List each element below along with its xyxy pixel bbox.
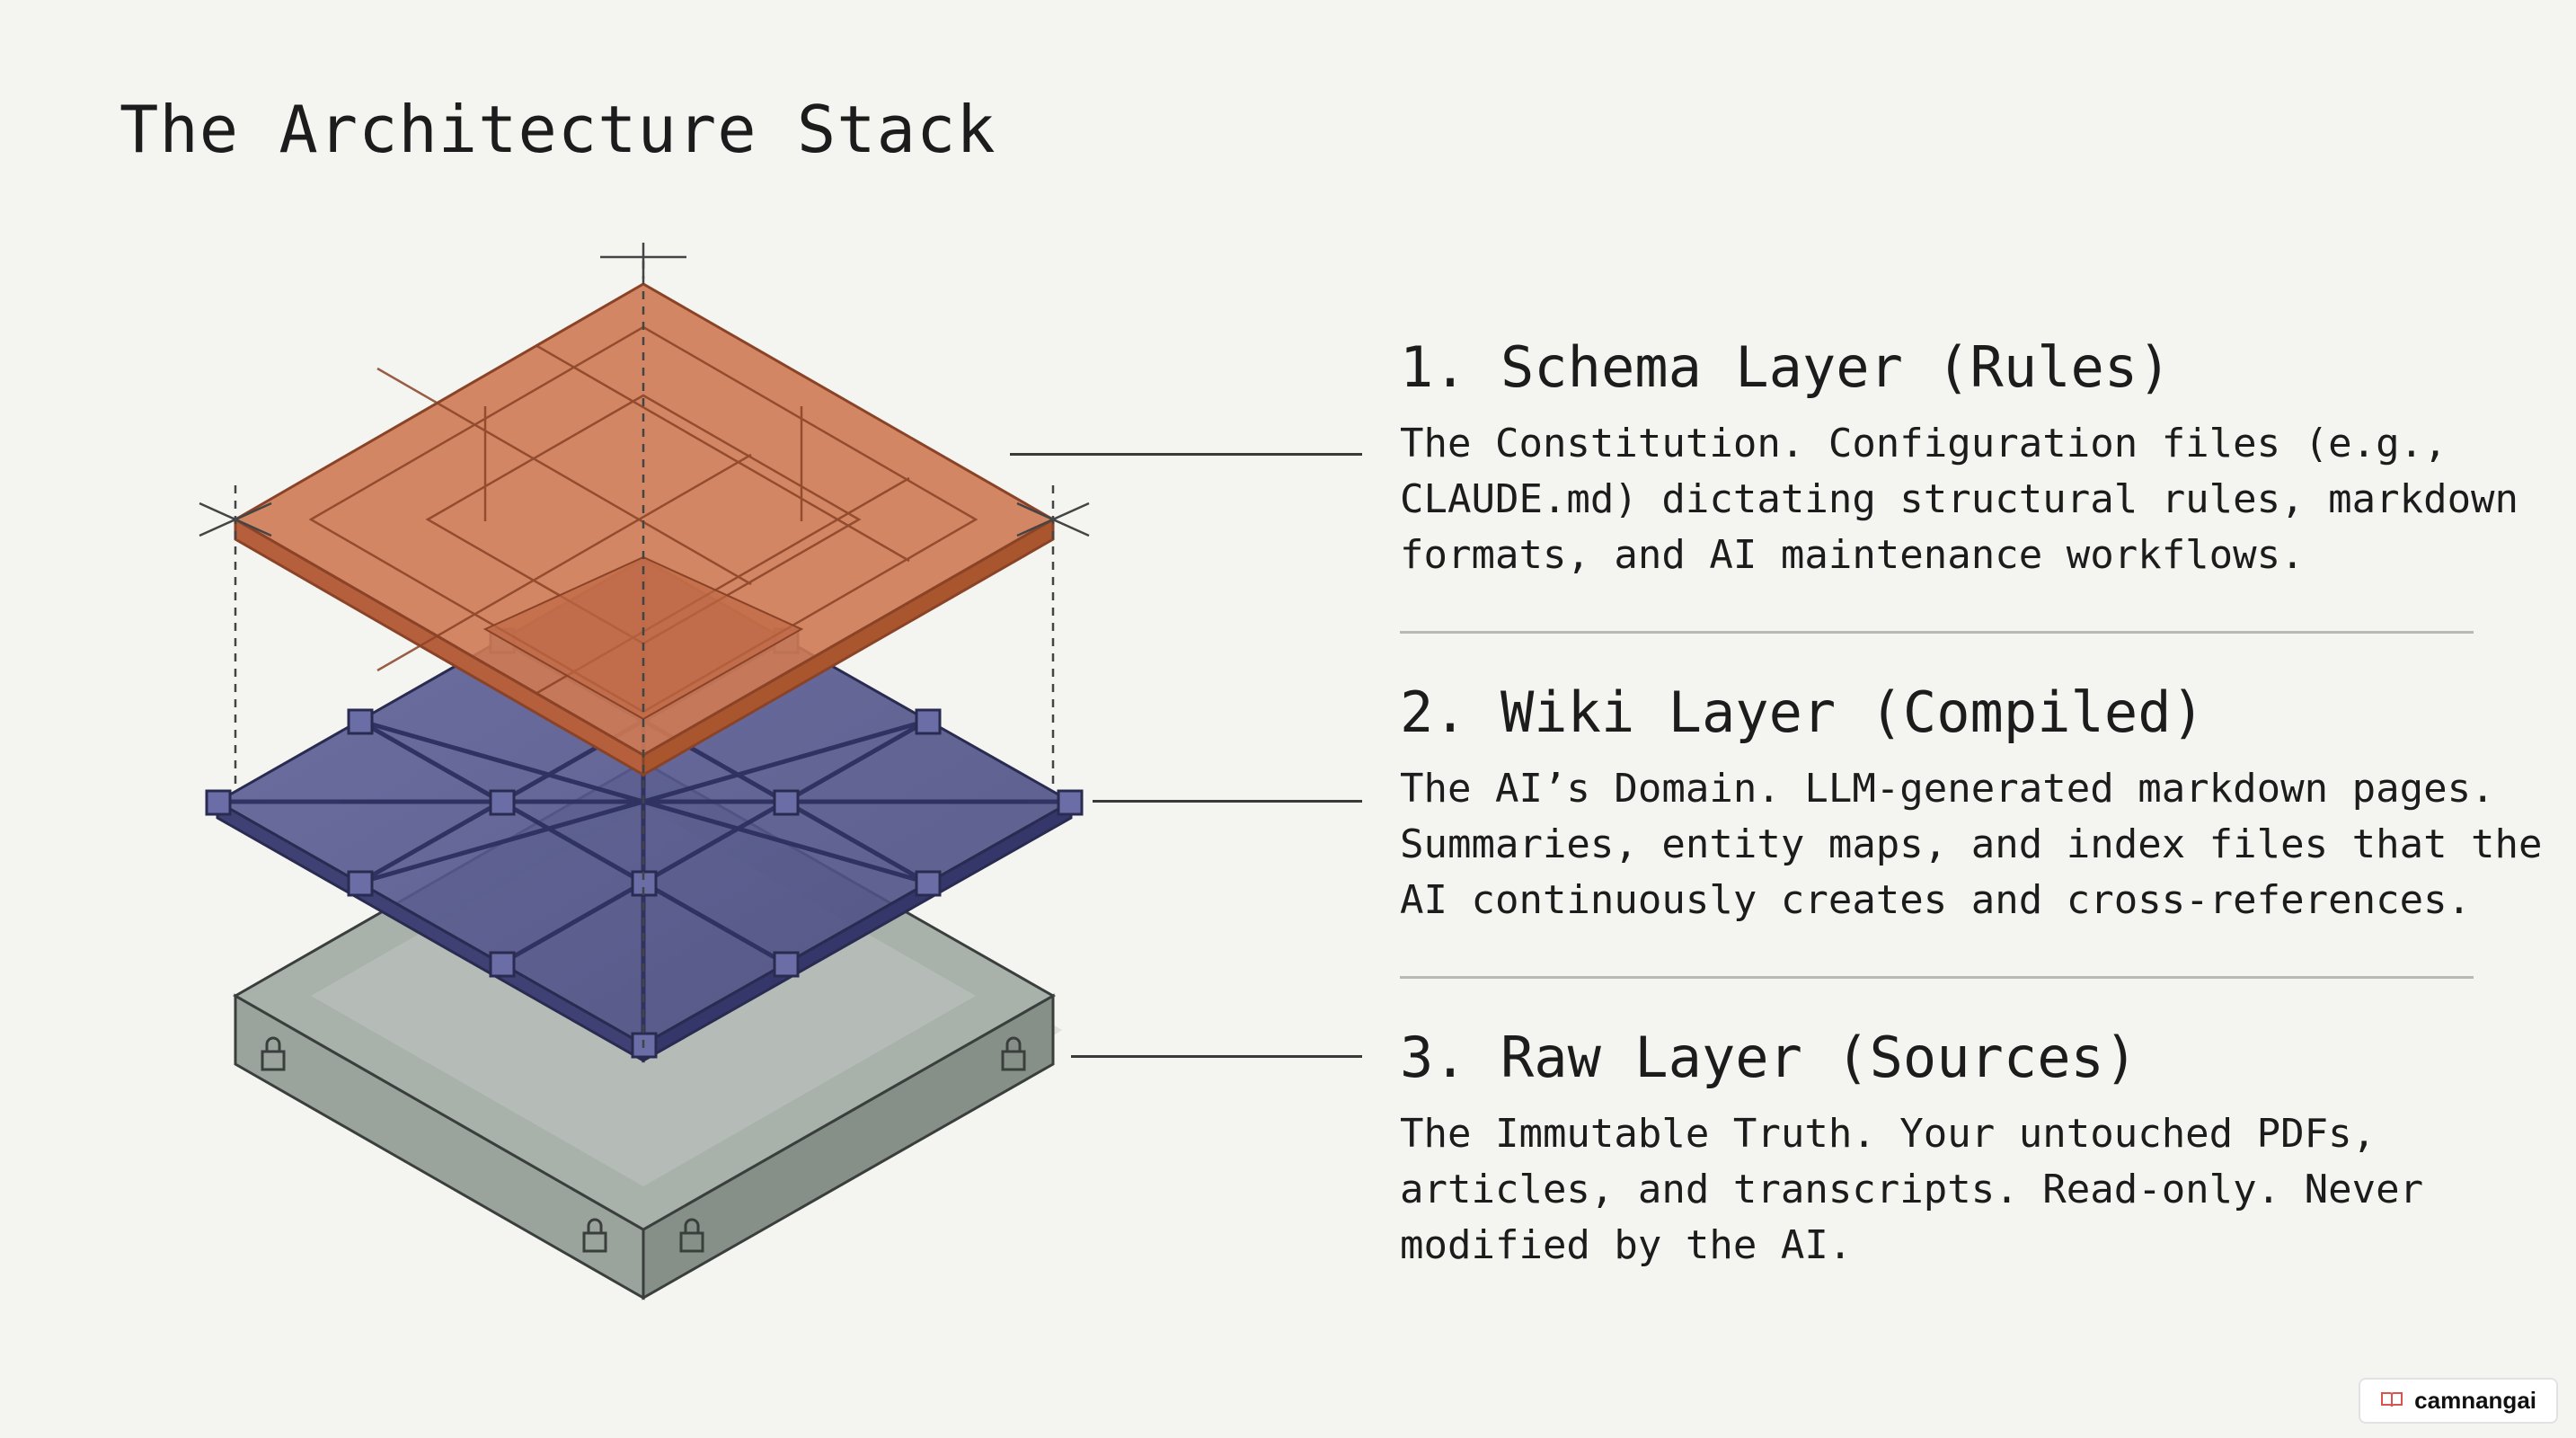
- padlock-icon: [1001, 1036, 1026, 1071]
- desc-line: Summaries, entity maps, and index files …: [1400, 821, 2543, 867]
- connector-raw: [1071, 1055, 1362, 1058]
- desc-line: AI continuously creates and cross-refere…: [1400, 877, 2472, 923]
- architecture-stack-illustration: [199, 243, 1090, 1300]
- layer-heading-schema: 1. Schema Layer (Rules): [1400, 334, 2172, 400]
- desc-line: articles, and transcripts. Read-only. Ne…: [1400, 1167, 2424, 1212]
- watermark-badge[interactable]: camnangai: [2359, 1378, 2558, 1424]
- desc-line: formats, and AI maintenance workflows.: [1400, 532, 2305, 578]
- watermark-text: camnangai: [2414, 1387, 2536, 1414]
- page-title: The Architecture Stack: [120, 92, 996, 167]
- registration-marks: [199, 243, 1090, 537]
- padlock-icon: [261, 1036, 286, 1071]
- desc-line: The AI’s Domain. LLM-generated markdown …: [1400, 766, 2495, 812]
- divider: [1400, 631, 2474, 634]
- connector-schema: [1010, 453, 1362, 456]
- connector-wiki: [1093, 800, 1362, 803]
- desc-line: CLAUDE.md) dictating structural rules, m…: [1400, 476, 2519, 522]
- desc-line: modified by the AI.: [1400, 1222, 1853, 1268]
- layer-text-raw: The Immutable Truth. Your untouched PDFs…: [1400, 1106, 2474, 1274]
- divider: [1400, 976, 2474, 979]
- layer-description-wiki: 2. Wiki Layer (Compiled) The AI’s Domain…: [1400, 679, 2543, 928]
- layer-heading-wiki: 2. Wiki Layer (Compiled): [1400, 679, 2205, 745]
- schema-layer-plate: [232, 282, 1057, 777]
- layer-text-schema: The Constitution. Configuration files (e…: [1400, 416, 2519, 583]
- layer-description-schema: 1. Schema Layer (Rules) The Constitution…: [1400, 334, 2519, 583]
- guide-lines: [234, 261, 1055, 1052]
- padlock-icon: [582, 1218, 607, 1253]
- layer-description-raw: 3. Raw Layer (Sources) The Immutable Tru…: [1400, 1025, 2474, 1274]
- desc-line: The Constitution. Configuration files (e…: [1400, 421, 2448, 466]
- layer-text-wiki: The AI’s Domain. LLM-generated markdown …: [1400, 761, 2543, 928]
- layer-heading-raw: 3. Raw Layer (Sources): [1400, 1025, 2138, 1090]
- desc-line: The Immutable Truth. Your untouched PDFs…: [1400, 1111, 2377, 1157]
- book-icon: [2380, 1390, 2403, 1412]
- padlock-icon: [679, 1218, 704, 1253]
